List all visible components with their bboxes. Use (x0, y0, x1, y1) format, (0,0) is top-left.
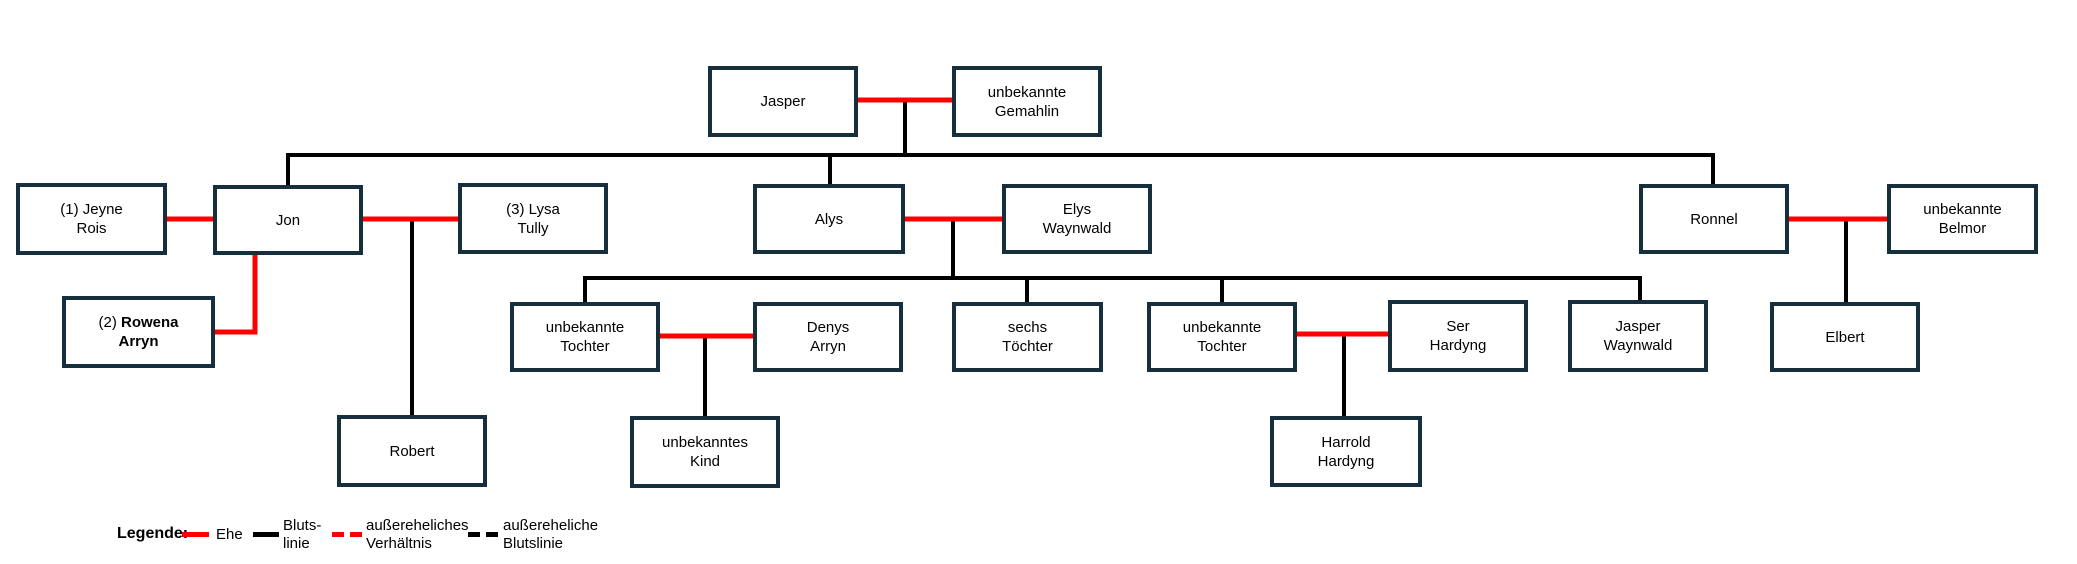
node-label: Hardyng (1429, 337, 1487, 354)
node-label: (3) Lysa (506, 200, 560, 218)
node-label: Jon (275, 211, 301, 229)
node-unbekannte-tochter-1: unbekannte Tochter (510, 302, 660, 372)
node-label: (1) Jeyne (60, 201, 123, 218)
node-jeyne-rois: (1) Jeyne Rois (16, 183, 167, 255)
legend-illegitimate-bloodline-swatch (468, 532, 498, 537)
node-label: Robert (389, 442, 435, 460)
node-label: (2) Rowena (98, 314, 179, 331)
node-label: Elbert (1825, 328, 1865, 346)
node-ser-hardyng: Ser Hardyng (1388, 300, 1528, 372)
node-ronnel: Ronnel (1639, 184, 1789, 254)
node-unbekannte-tochter-2: unbekannte Tochter (1147, 302, 1297, 372)
legend-bloodline-swatch (253, 532, 279, 537)
node-label: Belmor (1938, 220, 1987, 237)
node-label: Tochter (560, 338, 610, 355)
legend-marriage-label: Ehe (216, 526, 243, 543)
node-label: Tochter (1197, 338, 1247, 355)
node-jasper-waynwald: Jasper Waynwald (1568, 300, 1708, 372)
node-label: Ronnel (1690, 210, 1738, 228)
node-harrold-hardyng: Harrold Hardyng (1270, 416, 1422, 487)
node-label: unbekanntes (662, 434, 748, 451)
node-sechs-toechter: sechs Töchter (952, 302, 1103, 372)
node-label: Alys (814, 210, 844, 228)
node-denys-arryn: Denys Arryn (753, 302, 903, 372)
node-unbekannte-gemahlin: unbekannte Gemahlin (952, 66, 1102, 137)
node-label: Waynwald (1603, 337, 1673, 354)
node-unbekanntes-kind: unbekanntes Kind (630, 416, 780, 488)
node-label: unbekannte (1182, 319, 1262, 336)
legend-title: Legende: (117, 525, 189, 542)
node-elys-waynwald: Elys Waynwald (1002, 184, 1152, 254)
node-jasper: Jasper (708, 66, 858, 137)
legend-affair-swatch (332, 532, 362, 537)
node-label: Rois (76, 220, 107, 237)
node-label: Töchter (1002, 338, 1053, 355)
node-jon: Jon (213, 185, 363, 255)
node-label: Jasper (760, 93, 806, 110)
marriage-jon-rowena (215, 255, 258, 335)
node-label: Ser (1446, 318, 1470, 335)
legend-marriage-line-swatch (182, 532, 209, 537)
node-label: Hardyng (1317, 452, 1375, 470)
node-label: Waynwald (1042, 220, 1112, 237)
node-label: unbekannte (987, 83, 1067, 101)
node-label: Harrold (1321, 433, 1371, 451)
node-label: Tully (517, 219, 549, 237)
node-label: unbekannte (1923, 201, 2002, 218)
legend-bloodline-label: Bluts-linie (283, 517, 322, 552)
node-label: Arryn (810, 338, 846, 355)
node-label: unbekannte (545, 319, 625, 336)
node-robert: Robert (337, 415, 487, 487)
node-label: Arryn (118, 333, 159, 350)
node-label: Jasper (1615, 318, 1661, 335)
node-label: Gemahlin (994, 102, 1060, 120)
node-label: Elys (1062, 201, 1092, 218)
node-rowena-arryn: (2) Rowena Arryn (62, 296, 215, 368)
node-alys: Alys (753, 184, 905, 254)
node-lysa-tully: (3) Lysa Tully (458, 183, 608, 254)
node-unbekannte-belmor: unbekannte Belmor (1887, 184, 2038, 254)
node-elbert: Elbert (1770, 302, 1920, 372)
node-label: Kind (689, 453, 721, 470)
node-label: Denys (806, 319, 850, 336)
node-label: sechs (1007, 319, 1048, 336)
